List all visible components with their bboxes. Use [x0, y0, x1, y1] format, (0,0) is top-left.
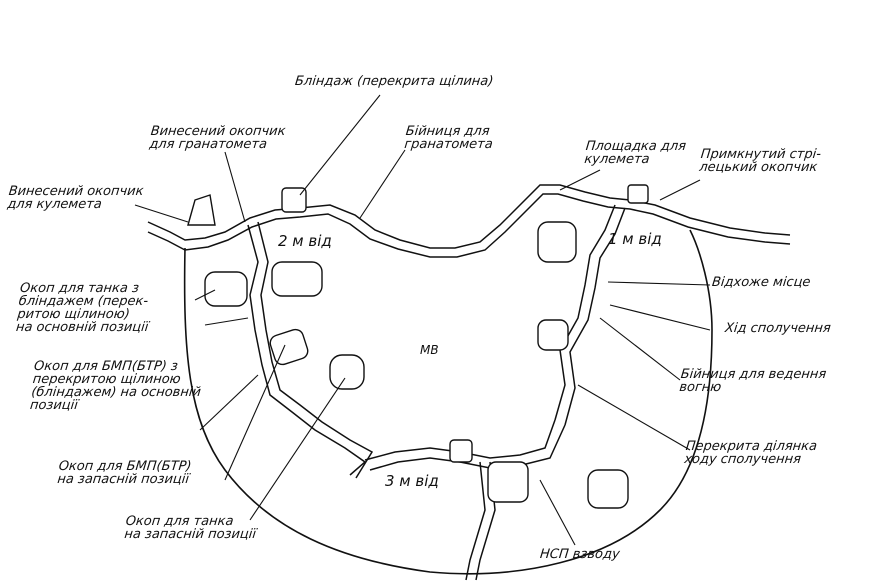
blindazh-structure	[281, 187, 307, 213]
nsp-structure	[487, 461, 529, 503]
label-khid: Хід сполучення	[724, 321, 832, 336]
label-biinytsia-vohon: Бійниця для ведення вогню	[678, 367, 827, 395]
bmp-main-structure	[269, 328, 309, 366]
label-tank-main: Окоп для танка з бліндажем (перек- ритою…	[15, 281, 150, 335]
label-nsp: НСП взводу	[539, 547, 621, 562]
section-1m: 1 м від	[608, 230, 662, 248]
label-perekryta: Перекрита ділянка ходу сполучення	[683, 439, 818, 467]
right-mid-structure	[537, 319, 569, 351]
label-prymknutyi: Примкнутий стрі- лецький окопчик	[698, 147, 822, 175]
tank-pit-main-2	[271, 261, 323, 297]
label-tank-reserve: Окоп для танка на запасній позиції	[123, 514, 257, 542]
section-2m: 2 м від	[278, 232, 332, 250]
label-blindazh: Бліндаж (перекрита щілина)	[294, 74, 495, 89]
bottom-right-structure	[587, 469, 629, 509]
right-pit-structure	[537, 221, 577, 263]
label-vidkhozhe: Відхоже місце	[711, 275, 812, 290]
stronghold-boundary	[183, 229, 713, 575]
covered-section-structure	[449, 439, 473, 463]
section-center: МВ	[420, 343, 439, 357]
label-bmp-reserve: Окоп для БМП(БТР) на запасній позиції	[56, 459, 193, 487]
tank-reserve-structure	[329, 354, 365, 390]
label-okopchyk-kulemet: Винесений окопчик для кулемета	[6, 184, 145, 212]
okopchyk-kulemet-structure	[187, 194, 216, 226]
leader-lines	[134, 94, 711, 546]
label-okopchyk-granatomet: Винесений окопчик для гранатомета	[148, 124, 287, 152]
label-ploshchadka-kulemet: Площадка для кулемета	[583, 139, 687, 167]
structures	[187, 184, 649, 509]
ploshchadka-structure	[627, 184, 649, 204]
label-bmp-main: Окоп для БМП(БТР) з перекритою щілиною (…	[29, 359, 202, 413]
label-biinytsia-granatomet: Бійниця для гранатомета	[403, 124, 494, 152]
section-3m: 3 м від	[385, 472, 439, 490]
tank-pit-main-structure	[204, 271, 248, 307]
